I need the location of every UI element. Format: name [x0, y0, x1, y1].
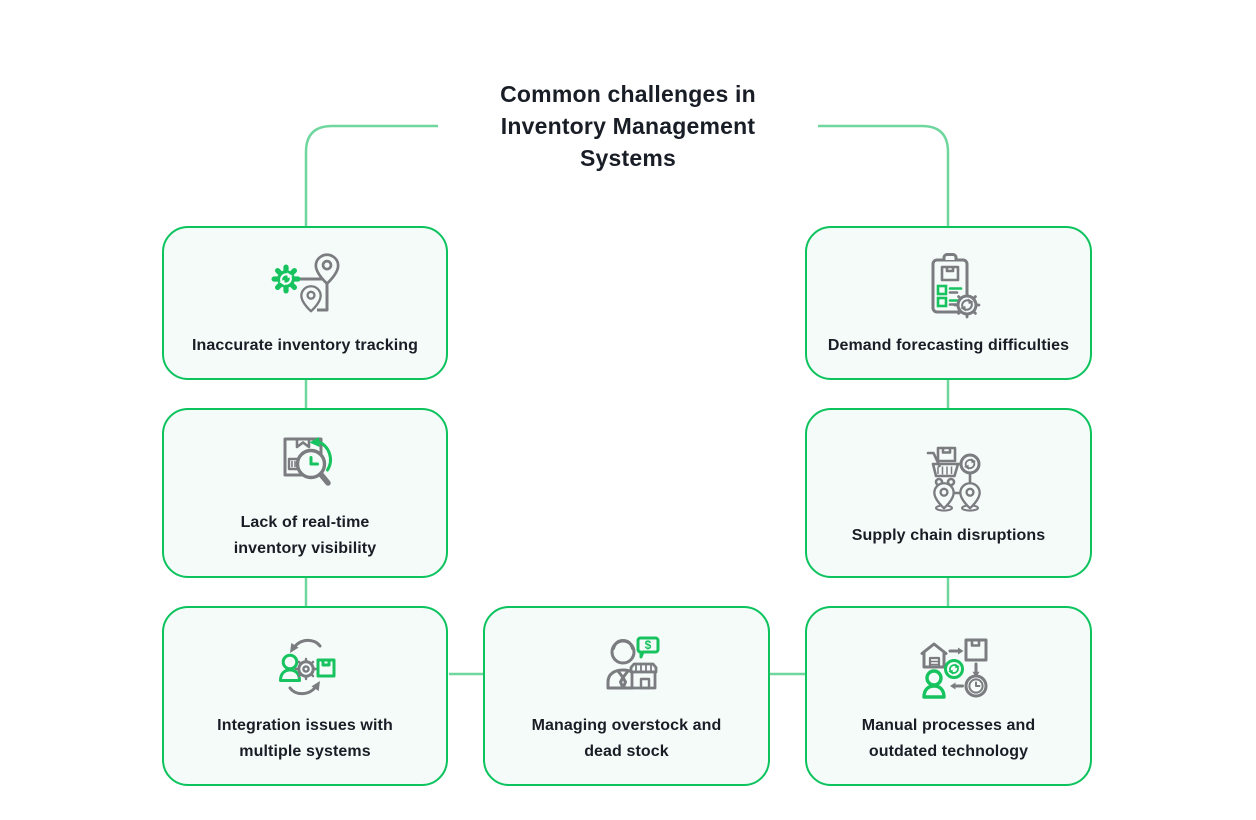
card-label: Inaccurate inventory tracking [191, 337, 419, 354]
card-label: Integration issues with multiple systems [217, 717, 393, 760]
clipboard-checklist-gear-icon [907, 247, 991, 327]
card-label: Managing overstock and dead stock [531, 717, 722, 760]
card-label: Demand forecasting difficulties [827, 337, 1070, 354]
card-label: Supply chain disruptions [851, 527, 1046, 544]
dollar-glyph: $ [644, 638, 651, 652]
card-label: Lack of real-time inventory visibility [233, 514, 377, 557]
card-label: Manual processes and outdated technology [861, 717, 1036, 760]
connector-title-left [304, 124, 438, 229]
card-inaccurate-inventory-tracking: Inaccurate inventory tracking [162, 226, 448, 380]
card-managing-overstock-dead-stock: $ Managing overstock and dead stock [483, 606, 770, 786]
card-manual-processes-outdated-technology: Manual processes and outdated technology [805, 606, 1092, 786]
sync-gear-location-pins-icon [263, 247, 347, 327]
person-gear-package-cycle-icon [263, 627, 347, 707]
package-magnifier-clock-icon [263, 424, 347, 504]
card-supply-chain-disruptions: Supply chain disruptions [805, 408, 1092, 578]
merchant-storefront-price-bubble-icon: $ [585, 627, 669, 707]
warehouse-package-clock-person-flow-icon [907, 627, 991, 707]
cart-network-pins-icon [907, 437, 991, 517]
card-integration-issues-multiple-systems: Integration issues with multiple systems [162, 606, 448, 786]
card-lack-of-realtime-inventory-visibility: Lack of real-time inventory visibility [162, 408, 448, 578]
page-title: Common challenges in Inventory Managemen… [500, 81, 756, 171]
connector-title-right [818, 124, 950, 229]
card-demand-forecasting-difficulties: Demand forecasting difficulties [805, 226, 1092, 380]
